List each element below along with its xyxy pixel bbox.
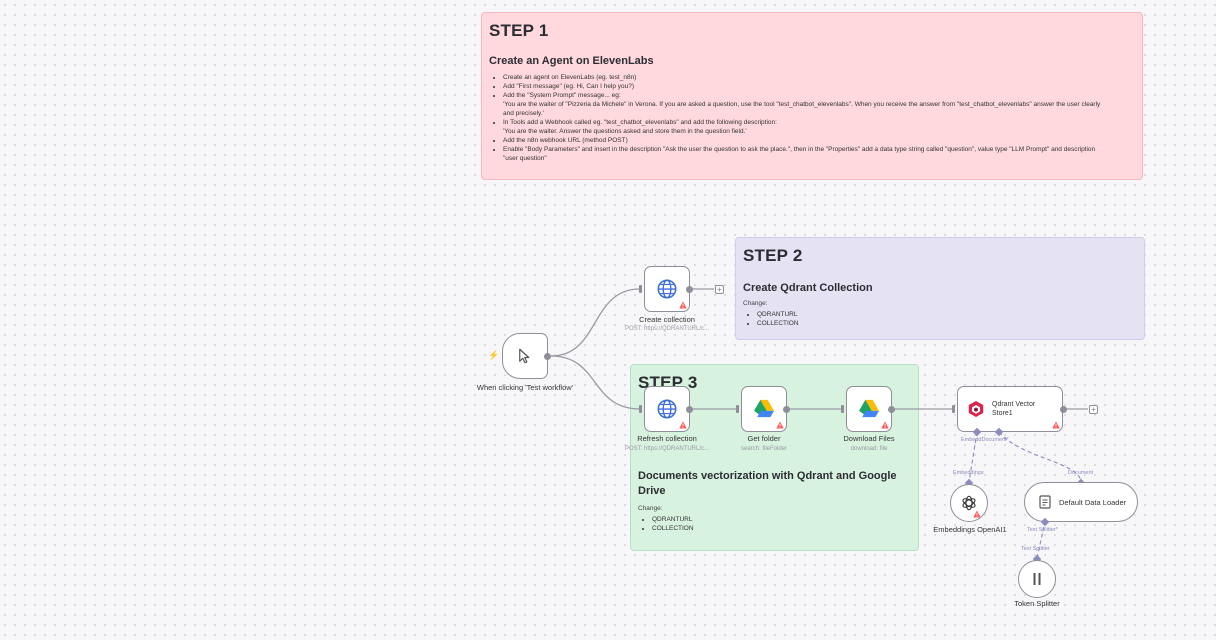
note-list: Create an agent on ElevenLabs (eg. test_… bbox=[489, 73, 1135, 163]
sticky-note-step1[interactable]: STEP 1 Create an Agent on ElevenLabs Cre… bbox=[481, 12, 1143, 180]
output-handle[interactable] bbox=[783, 406, 790, 413]
list-item: Add the n8n webhook URL (method POST) bbox=[503, 136, 1135, 145]
note-subtitle: Documents vectorization with Qdrant and … bbox=[638, 470, 897, 497]
node-label: Token Splitter bbox=[1014, 599, 1060, 608]
list-item: QDRANTURL bbox=[652, 515, 911, 524]
list-item: QDRANTURL bbox=[757, 310, 1137, 319]
warning-icon bbox=[1052, 421, 1060, 429]
list-line: Add the "System Prompt" message... eg: bbox=[503, 92, 621, 99]
node-embeddings-openai[interactable] bbox=[950, 484, 988, 522]
document-icon bbox=[1039, 495, 1051, 509]
connector-label: Document bbox=[1068, 470, 1094, 476]
output-handle[interactable] bbox=[1060, 406, 1067, 413]
node-label: Get folder bbox=[747, 434, 781, 443]
connector-label: Text Splitter bbox=[1021, 546, 1050, 552]
warning-icon bbox=[881, 421, 889, 429]
input-handle[interactable] bbox=[841, 405, 844, 413]
note-subtitle: Create Qdrant Collection bbox=[743, 282, 873, 294]
note-list: QDRANTURL COLLECTION bbox=[638, 515, 911, 533]
output-handle[interactable] bbox=[888, 406, 895, 413]
list-line: 'You are the waiter. Answer the question… bbox=[503, 128, 747, 135]
list-line: and precisely.' bbox=[503, 110, 544, 117]
node-label: Embeddings OpenAI1 bbox=[933, 525, 1007, 534]
connector-label: Text Splitter* bbox=[1027, 527, 1058, 533]
edge-splitter-loader bbox=[1036, 521, 1046, 559]
warning-icon bbox=[679, 301, 687, 309]
node-label: Download Files bbox=[843, 434, 895, 443]
node-download-files[interactable] bbox=[846, 386, 892, 432]
cursor-icon bbox=[519, 348, 530, 364]
edge-loader-qdrant bbox=[998, 431, 1082, 483]
google-drive-icon bbox=[859, 399, 879, 418]
input-handle[interactable] bbox=[952, 405, 955, 413]
node-trigger[interactable] bbox=[502, 333, 548, 379]
warning-icon bbox=[776, 421, 784, 429]
edge-trigger-refresh bbox=[550, 355, 641, 410]
warning-icon bbox=[679, 421, 687, 429]
node-create-collection[interactable] bbox=[644, 266, 690, 312]
warning-icon bbox=[973, 510, 981, 518]
list-item: In Tools add a Webhook called eg. "test_… bbox=[503, 118, 1135, 136]
note-list: QDRANTURL COLLECTION bbox=[743, 310, 1137, 328]
input-handle[interactable] bbox=[639, 285, 642, 293]
globe-icon bbox=[657, 399, 677, 419]
node-subtitle: POST: https://QDRANTURL/c... bbox=[624, 326, 710, 332]
list-item: COLLECTION bbox=[652, 524, 911, 533]
list-item: Add the "System Prompt" message... eg: '… bbox=[503, 91, 1135, 118]
node-subtitle: search: fileFolder bbox=[740, 446, 788, 452]
note-change-label: Change: bbox=[638, 505, 663, 512]
node-subtitle: download: file bbox=[850, 446, 888, 452]
node-qdrant-vector-store[interactable]: Qdrant Vector Store1 bbox=[957, 386, 1063, 432]
list-line: Enable "Body Parameters" and insert in t… bbox=[503, 146, 1096, 153]
input-handle[interactable] bbox=[736, 405, 739, 413]
note-title: STEP 2 bbox=[743, 246, 803, 265]
connector-label: EmbeddDocument* bbox=[961, 437, 1009, 443]
list-item: Enable "Body Parameters" and insert in t… bbox=[503, 145, 1135, 163]
openai-icon bbox=[962, 495, 976, 511]
edge-trigger-create bbox=[550, 288, 641, 357]
node-label: When clicking 'Test workflow' bbox=[476, 383, 574, 392]
node-get-folder[interactable] bbox=[741, 386, 787, 432]
list-item: Create an agent on ElevenLabs (eg. test_… bbox=[503, 73, 1135, 82]
node-label: Qdrant Vector Store1 bbox=[992, 401, 1036, 417]
note-subtitle: Create an Agent on ElevenLabs bbox=[489, 55, 654, 67]
node-label: Default Data Loader bbox=[1059, 497, 1127, 507]
node-subtitle: POST: https://QDRANTURL/c... bbox=[624, 446, 710, 452]
input-handle[interactable] bbox=[639, 405, 642, 413]
globe-icon bbox=[657, 279, 677, 299]
list-item: Add "First message" (eg. Hi, Can I help … bbox=[503, 82, 1135, 91]
node-default-data-loader[interactable]: Default Data Loader bbox=[1024, 482, 1138, 522]
output-handle[interactable] bbox=[686, 406, 693, 413]
connector-label: Embeddings bbox=[953, 470, 984, 476]
list-item: COLLECTION bbox=[757, 319, 1137, 328]
sticky-note-step2[interactable]: STEP 2 Create Qdrant Collection Change: … bbox=[735, 237, 1145, 340]
add-node-plus-icon[interactable]: + bbox=[715, 285, 724, 294]
splitter-icon bbox=[1033, 573, 1041, 585]
output-handle[interactable] bbox=[544, 353, 551, 360]
node-label: Refresh collection bbox=[637, 434, 697, 443]
node-token-splitter[interactable] bbox=[1018, 560, 1056, 598]
node-label: Create collection bbox=[639, 315, 695, 324]
add-node-plus-icon[interactable]: + bbox=[1089, 405, 1098, 414]
google-drive-icon bbox=[754, 399, 774, 418]
note-change-label: Change: bbox=[743, 300, 768, 307]
list-line: In Tools add a Webhook called eg. "test_… bbox=[503, 119, 777, 126]
edge-embeddings-qdrant bbox=[968, 431, 978, 483]
qdrant-icon bbox=[968, 401, 984, 417]
node-refresh-collection[interactable] bbox=[644, 386, 690, 432]
trigger-bolt-icon: ⚡ bbox=[488, 350, 500, 360]
output-handle[interactable] bbox=[686, 286, 693, 293]
list-line: 'You are the waiter of "Pizzeria da Mich… bbox=[503, 101, 1101, 108]
note-title: STEP 1 bbox=[489, 21, 549, 40]
list-line: "user question" bbox=[503, 155, 547, 162]
